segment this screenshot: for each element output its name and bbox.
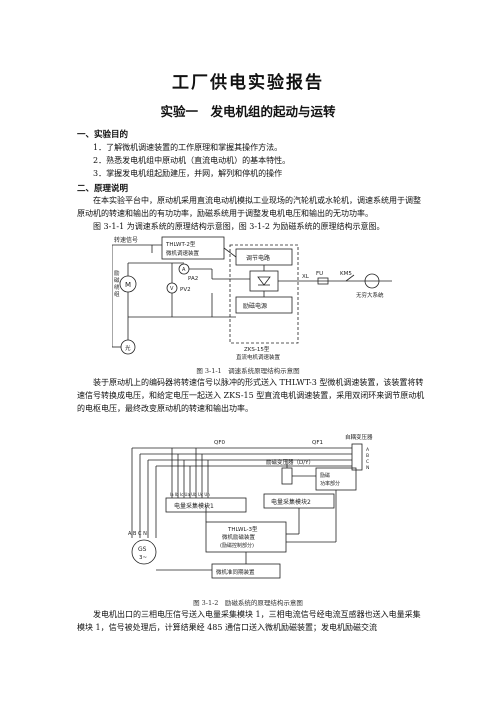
section-objectives-heading: 一、实验目的 bbox=[77, 130, 129, 140]
principle-paragraph-3: 装于原动机上的编码器将转速信号以脉冲的形式送入 THLWT-3 型微机调速装置，… bbox=[77, 378, 425, 413]
fig2-thlwl-name: 微机励磁装置 bbox=[222, 533, 256, 541]
fig1-winding-char-1: 励 bbox=[114, 269, 120, 277]
fig2-module1-label: 电量采集模块1 bbox=[174, 502, 214, 510]
fig2-qf0-label: QF0 bbox=[214, 440, 225, 446]
fig1-voltmeter-symbol: V bbox=[170, 286, 174, 292]
fig2-sync-device-label: 微机准同期装置 bbox=[216, 568, 255, 576]
fig1-infinite-system-label: 无穷大系统 bbox=[356, 291, 384, 299]
fig2-autotransformer-label: 自耦变压器 bbox=[345, 433, 373, 441]
figure-2-caption: 图 3-1-2 励磁系统的原理结构示意图 bbox=[193, 599, 303, 607]
fig1-pv2-label: PV2 bbox=[180, 287, 191, 293]
fig1-ammeter-symbol: A bbox=[182, 267, 186, 273]
fig1-xl-label: XL bbox=[302, 274, 310, 280]
fig2-thlwl-model: THLWL-3型 bbox=[227, 525, 258, 533]
fig1-speed-signal-label: 转速信号 bbox=[114, 236, 138, 244]
fig1-excitation-power-label: 励磁电源 bbox=[243, 302, 267, 310]
fig1-zks-name: 直流电机调速装置 bbox=[236, 353, 281, 361]
fig1-fu-label: FU bbox=[316, 271, 323, 277]
objective-item-3: 3．掌握发电机组起励建压，并网，解列和停机的操作 bbox=[93, 169, 283, 178]
figure-speed-control-diagram: 转速信号 THLWT-2型 微机调速装置 调节电路 励磁电源 ZKS-15型 直… bbox=[112, 236, 392, 361]
principle-paragraph-2: 图 3-1-1 为调速系统的原理结构示意图，图 3-1-2 为励磁系统的原理结构… bbox=[93, 222, 385, 231]
fig2-generator-phases: A B C N bbox=[128, 531, 147, 537]
fig2-exc-power-line1: 励磁 bbox=[320, 472, 330, 479]
objective-item-2: 2．熟悉发电机组中原动机（直流电动机）的基本特性。 bbox=[93, 156, 291, 165]
fig2-phase-n: N bbox=[366, 465, 369, 471]
fig1-winding-char-3: 绕 bbox=[114, 283, 120, 291]
fig1-km5-label: KM5 bbox=[340, 271, 352, 277]
fig2-phase-a: A bbox=[366, 447, 370, 453]
principle-paragraph-4: 发电机出口的三相电压信号送入电量采集模块 1，三相电流信号经电流互感器也送入电量… bbox=[77, 610, 421, 632]
fig2-generator-symbol: GS bbox=[138, 546, 147, 553]
objective-item-1: 1．了解微机调速装置的工作原理和掌握其操作方法。 bbox=[93, 143, 283, 152]
fig2-phase-c: C bbox=[366, 459, 369, 465]
fig1-winding-char-2: 磁 bbox=[114, 276, 120, 284]
fig2-qf1-label: QF1 bbox=[312, 440, 323, 446]
fig2-exc-transformer-label: 励磁变压器（D/Y） bbox=[266, 458, 314, 466]
report-title: 工厂供电实验报告 bbox=[172, 73, 324, 93]
fig1-encoder-symbol: 光 bbox=[125, 344, 131, 352]
fig1-winding-char-4: 组 bbox=[114, 290, 120, 298]
fig1-motor-symbol: M bbox=[125, 281, 131, 289]
fig1-regulator-label: 调节电路 bbox=[246, 254, 270, 262]
fig2-module2-label: 电量采集模块2 bbox=[271, 498, 311, 506]
section-principle-heading: 二、原理说明 bbox=[77, 184, 129, 194]
fig2-generator-phase-count: 3~ bbox=[139, 555, 147, 561]
fig1-thlwt-name: 微机调速装置 bbox=[166, 249, 200, 257]
fig1-zks-model: ZKS-15型 bbox=[244, 345, 270, 353]
fig1-thlwt-model: THLWT-2型 bbox=[165, 240, 196, 248]
fig2-exc-power-line2: 功率部分 bbox=[320, 480, 340, 487]
principle-paragraph-1: 在本实验平台中，原动机采用直流电动机模拟工业现场的汽轮机或水轮机，调速系统用于调… bbox=[77, 196, 421, 218]
experiment-title: 实验一 发电机组的起动与运转 bbox=[160, 104, 336, 119]
fig2-phase-b: B bbox=[366, 453, 369, 459]
fig1-pa2-label: PA2 bbox=[188, 276, 198, 282]
fig2-signal-labels: Ia Ib Ic Ua Ub Uc Un bbox=[170, 492, 210, 497]
figure-1-caption: 图 3-1-1 调速系统原理结构示意图 bbox=[196, 367, 300, 375]
figure-excitation-diagram: 自耦变压器 QF0 QF1 A B C N 励磁变压器（D/Y） 励磁 功率部分… bbox=[128, 433, 373, 579]
fig2-thlwl-part: (励磁控制部分) bbox=[220, 542, 254, 549]
